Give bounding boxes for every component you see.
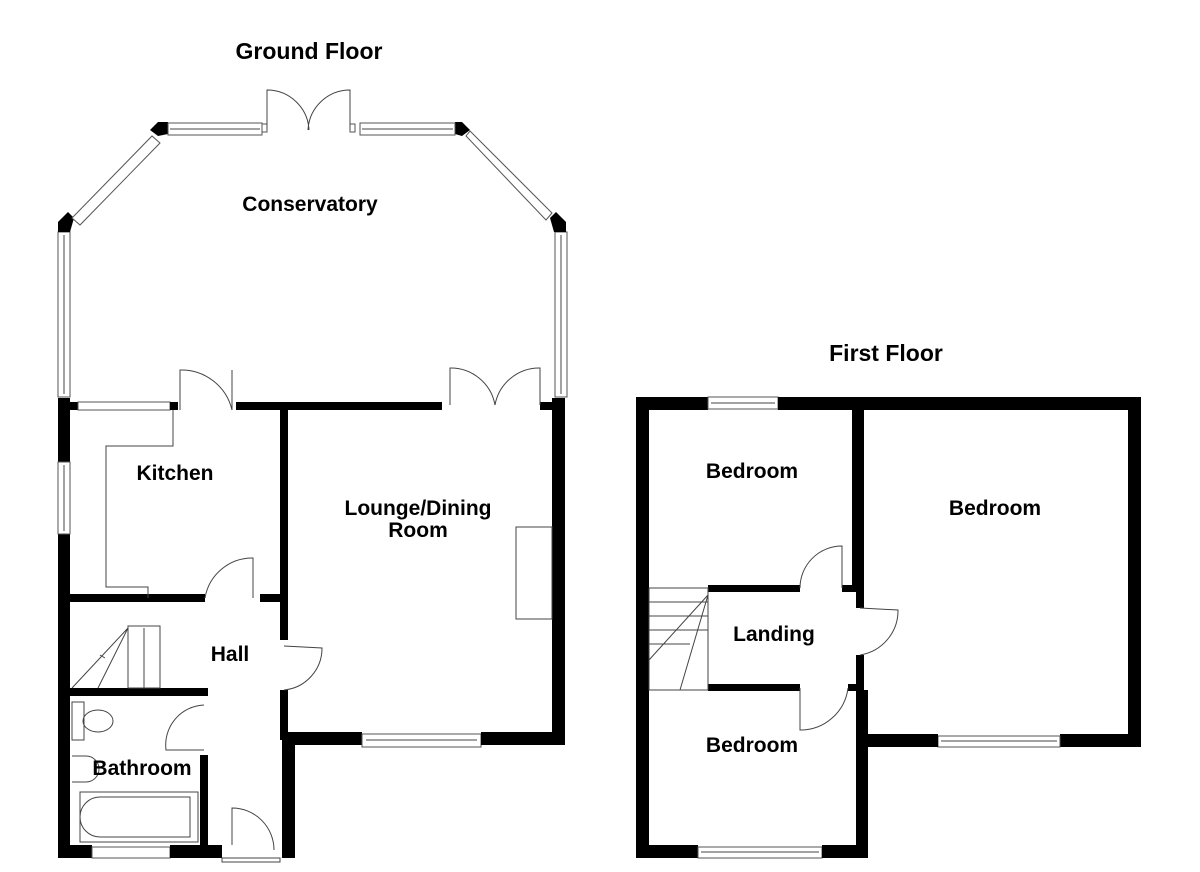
room-label-bedroom-1: Bedroom (706, 460, 798, 483)
ground-floor-walls (57, 398, 565, 859)
toilet (71, 701, 114, 741)
ground-floor-title: Ground Floor (236, 38, 383, 64)
room-label-lounge-dining-2: Room (388, 519, 448, 542)
lounge-door[interactable] (283, 645, 323, 691)
corner-post (58, 212, 74, 232)
room-label-bedroom-2: Bedroom (949, 497, 1041, 520)
corner-post (550, 212, 566, 232)
kitchen-worktop (105, 410, 174, 598)
first-floor-plan: First Floor (636, 340, 1141, 859)
window (465, 130, 553, 221)
hall-kitchen-door[interactable] (204, 557, 254, 599)
room-label-hall: Hall (211, 643, 250, 666)
bedroom-door[interactable] (799, 545, 843, 589)
window (91, 846, 171, 859)
ground-floor-plan: Ground Floor Conservatory (57, 38, 568, 863)
lounge-french-doors[interactable] (449, 367, 541, 406)
room-label-lounge-dining: Lounge/Dining (345, 497, 492, 520)
room-label-conservatory: Conservatory (242, 193, 378, 216)
staircase (71, 625, 161, 689)
corner-post (455, 122, 470, 136)
bath (79, 791, 199, 843)
conservatory-walls: Conservatory (57, 89, 568, 398)
basin (72, 755, 100, 783)
first-floor-staircase (648, 587, 709, 691)
room-label-bedroom-3: Bedroom (706, 734, 798, 757)
bedroom-door-lower[interactable] (799, 687, 849, 731)
window (71, 135, 161, 226)
first-floor-walls (636, 396, 1141, 859)
corner-post (150, 122, 168, 136)
room-label-landing: Landing (733, 623, 815, 646)
room-label-kitchen: Kitchen (136, 462, 213, 485)
fireplace (515, 526, 553, 620)
first-floor-title: First Floor (829, 340, 943, 366)
window (77, 401, 171, 411)
kitchen-door[interactable] (179, 369, 233, 411)
bathroom-door[interactable] (165, 704, 205, 751)
main-bedroom-door[interactable] (859, 607, 899, 656)
room-label-bathroom: Bathroom (92, 757, 191, 780)
front-door[interactable] (221, 807, 281, 863)
conservatory-french-doors[interactable] (261, 89, 356, 133)
